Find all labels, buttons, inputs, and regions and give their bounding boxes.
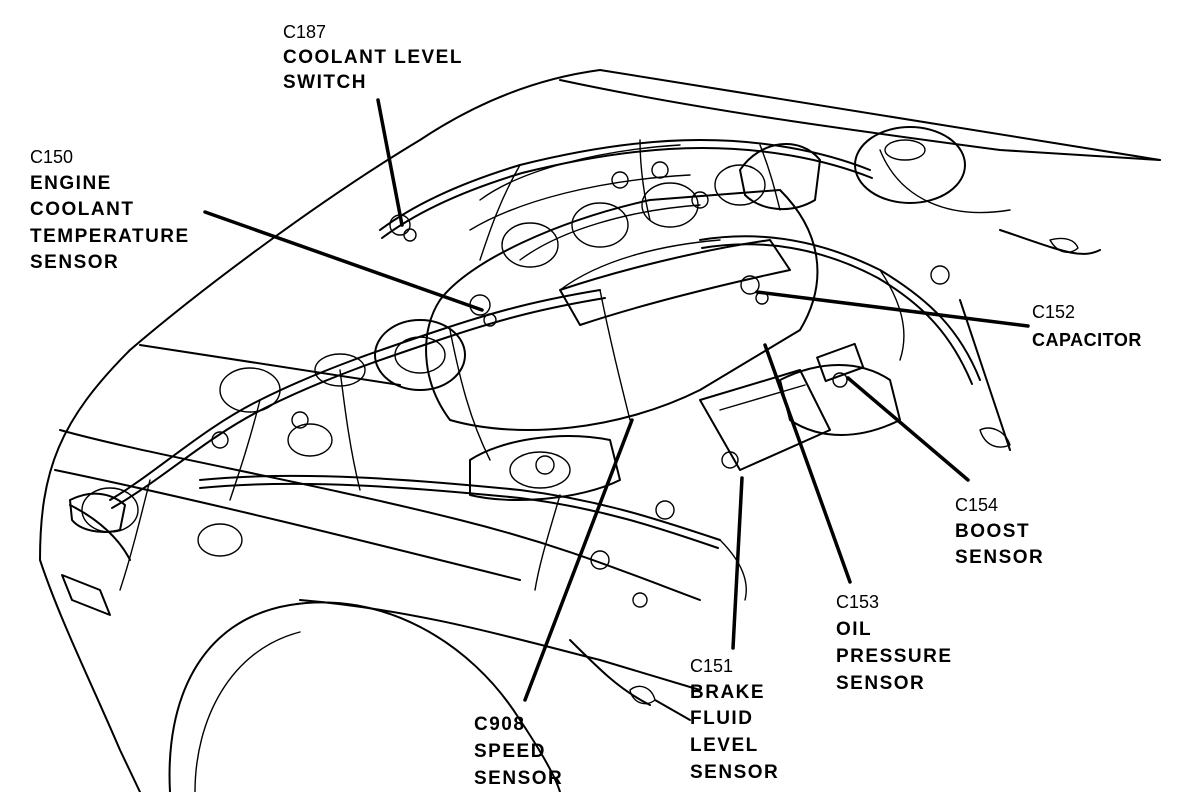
callout-c187-line2: SWITCH bbox=[283, 72, 367, 93]
engine-components bbox=[69, 126, 966, 557]
callout-c151-line3: LEVEL bbox=[690, 735, 759, 756]
callout-c150-line1: ENGINE bbox=[30, 173, 112, 194]
callout-c152-line1: CAPACITOR bbox=[1032, 330, 1142, 350]
callout-c152: C152 CAPACITOR bbox=[1032, 302, 1142, 350]
callout-c153-line2: PRESSURE bbox=[836, 646, 953, 667]
callout-c908-code: C908 bbox=[474, 714, 525, 735]
callout-c151-line1: BRAKE bbox=[690, 682, 765, 703]
leader-c152 bbox=[755, 290, 1030, 328]
callout-c154-line2: SENSOR bbox=[955, 547, 1044, 568]
leader-c153 bbox=[763, 343, 852, 584]
callout-c150-line2: COOLANT bbox=[30, 199, 134, 220]
callout-c150-line4: SENSOR bbox=[30, 252, 119, 273]
callout-c151: C151 BRAKE FLUID LEVEL SENSOR bbox=[690, 656, 779, 783]
callout-c187: C187 COOLANT LEVEL SWITCH bbox=[283, 22, 463, 93]
callout-c150-code: C150 bbox=[30, 147, 73, 167]
callout-c187-line1: COOLANT LEVEL bbox=[283, 47, 463, 68]
callout-c908-line1: SPEED bbox=[474, 741, 546, 762]
callout-c150: C150 ENGINE COOLANT TEMPERATURE SENSOR bbox=[30, 147, 190, 273]
vehicle-body-outline bbox=[39, 69, 1161, 793]
callout-c187-code: C187 bbox=[283, 22, 326, 42]
leader-c187 bbox=[376, 98, 404, 227]
engine-block-shape bbox=[425, 189, 819, 431]
leader-c151 bbox=[731, 476, 744, 650]
leader-c908 bbox=[523, 418, 634, 702]
callout-c153-line3: SENSOR bbox=[836, 673, 925, 694]
leader-c154 bbox=[846, 376, 970, 482]
callout-c908: C908 SPEED SENSOR bbox=[474, 714, 563, 789]
callout-c150-line3: TEMPERATURE bbox=[30, 226, 190, 247]
callout-c153-line1: OIL bbox=[836, 619, 872, 640]
leader-lines bbox=[203, 98, 1030, 702]
callout-c154-line1: BOOST bbox=[955, 521, 1030, 542]
callout-c154: C154 BOOST SENSOR bbox=[955, 495, 1044, 568]
callout-c153-code: C153 bbox=[836, 592, 879, 612]
callout-c151-line4: SENSOR bbox=[690, 762, 779, 783]
callout-c153: C153 OIL PRESSURE SENSOR bbox=[836, 592, 953, 694]
callout-c154-code: C154 bbox=[955, 495, 998, 515]
callout-c152-code: C152 bbox=[1032, 302, 1075, 322]
leader-c150 bbox=[203, 210, 484, 312]
callout-c151-line2: FLUID bbox=[690, 708, 753, 729]
callout-c908-line2: SENSOR bbox=[474, 768, 563, 789]
callout-c151-code: C151 bbox=[690, 656, 733, 676]
wiring-harness bbox=[109, 139, 981, 608]
